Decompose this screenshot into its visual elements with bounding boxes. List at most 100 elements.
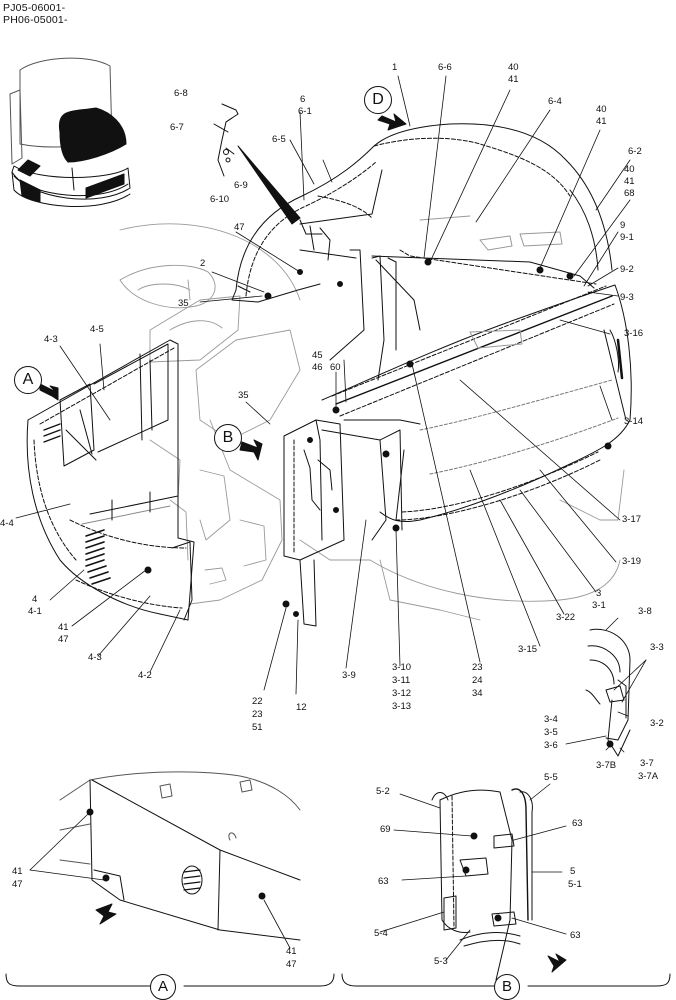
callout-3-2: 3-2 <box>650 718 664 729</box>
callout-3-3: 3-3 <box>650 642 664 653</box>
callout-9-2: 9-2 <box>620 264 634 275</box>
callout-3-16: 3-16 <box>624 328 644 339</box>
callout-6-8: 6-8 <box>174 88 188 99</box>
callout-47: 47 <box>234 222 245 233</box>
callout-5-4: 5-4 <box>374 928 388 939</box>
callout-6: 6 <box>300 94 306 105</box>
callout-47: 47 <box>12 879 23 890</box>
view-d-marker: D <box>364 86 392 114</box>
callout-69: 69 <box>380 824 391 835</box>
callout-3-5: 3-5 <box>544 727 558 738</box>
callout-68: 68 <box>624 188 635 199</box>
callout-3-4: 3-4 <box>544 714 558 725</box>
callout-63: 63 <box>378 876 389 887</box>
callout-34: 34 <box>472 688 483 699</box>
callout-3-6: 3-6 <box>544 740 558 751</box>
callout-5-1: 5-1 <box>568 879 582 890</box>
callout-60: 60 <box>330 362 341 373</box>
callout-4-4: 4-4 <box>0 518 14 529</box>
callout-3-9: 3-9 <box>342 670 356 681</box>
callout-45: 45 <box>312 350 323 361</box>
section-brackets <box>5 973 671 987</box>
callout-41: 41 <box>596 116 607 127</box>
detail-a-drawing <box>59 771 301 941</box>
machine-icon-inset <box>9 57 131 207</box>
callout-3-14: 3-14 <box>624 416 644 427</box>
callout-3-11: 3-11 <box>392 675 411 686</box>
callout-leaders <box>15 75 647 961</box>
machine-frame-background <box>119 223 625 621</box>
callout-4-1: 4-1 <box>28 606 42 617</box>
callout-24: 24 <box>472 675 483 686</box>
callout-3-19: 3-19 <box>622 556 642 567</box>
callout-41: 41 <box>286 946 297 957</box>
callout-5-2: 5-2 <box>376 786 390 797</box>
callout-35: 35 <box>178 298 189 309</box>
callout-2: 2 <box>200 258 206 269</box>
callout-4-5: 4-5 <box>90 324 104 335</box>
callout-6-2: 6-2 <box>628 146 642 157</box>
callout-23: 23 <box>472 662 483 673</box>
callout-6-1: 6-1 <box>298 106 312 117</box>
callout-41: 41 <box>508 74 519 85</box>
callout-3-22: 3-22 <box>556 612 576 623</box>
callout-6-10: 6-10 <box>210 194 230 205</box>
engine-hood <box>231 123 613 381</box>
callout-6-7: 6-7 <box>170 122 184 133</box>
view-a-marker: A <box>14 366 42 394</box>
callout-4: 4 <box>32 594 38 605</box>
callout-41: 41 <box>12 866 23 877</box>
view-b-arrow <box>239 439 263 461</box>
callout-6-6: 6-6 <box>438 62 452 73</box>
callout-3-7a: 3-7A <box>638 771 659 782</box>
callout-12: 12 <box>296 702 307 713</box>
latch-assembly-6 <box>213 103 239 177</box>
hinge-detail-3 <box>585 628 631 757</box>
callout-47: 47 <box>58 634 69 645</box>
callout-3-7b: 3-7B <box>596 760 617 771</box>
callout-63: 63 <box>570 930 581 941</box>
callout-35: 35 <box>238 390 249 401</box>
callout-6-5: 6-5 <box>272 134 286 145</box>
callout-6-4: 6-4 <box>548 96 562 107</box>
callout-5-5: 5-5 <box>544 772 558 783</box>
callout-3-10: 3-10 <box>392 662 412 673</box>
callout-9-1: 9-1 <box>620 232 634 243</box>
callout-40: 40 <box>596 104 607 115</box>
detail-a-marker: A <box>150 974 176 1000</box>
callout-40: 40 <box>508 62 519 73</box>
callout-63: 63 <box>572 818 583 829</box>
callout-3-12: 3-12 <box>392 688 412 699</box>
pointer-arrow-hood-latch <box>237 145 301 225</box>
callout-41: 41 <box>58 622 69 633</box>
view-d-arrow <box>377 113 407 131</box>
callout-5: 5 <box>570 866 576 877</box>
callout-46: 46 <box>312 362 323 373</box>
view-b-marker: B <box>214 424 242 452</box>
callout-9-3: 9-3 <box>620 292 634 303</box>
callout-51: 51 <box>252 722 263 733</box>
callout-6-9: 6-9 <box>234 180 248 191</box>
callout-41: 41 <box>624 176 635 187</box>
callout-3-17: 3-17 <box>622 514 642 525</box>
callout-3-8: 3-8 <box>638 606 652 617</box>
callout-3: 3 <box>596 588 602 599</box>
callout-4-3: 4-3 <box>44 334 58 345</box>
callout-3-13: 3-13 <box>392 701 412 712</box>
callout-22: 22 <box>252 696 263 707</box>
callout-40: 40 <box>624 164 635 175</box>
detail-b-drawing <box>431 788 567 981</box>
callout-47: 47 <box>286 959 297 970</box>
callout-3-7: 3-7 <box>640 758 654 769</box>
callout-4-3: 4-3 <box>88 652 102 663</box>
callout-3-1: 3-1 <box>592 600 606 611</box>
view-a-arrow <box>39 383 59 401</box>
tail-cover-main <box>321 284 632 523</box>
callout-1: 1 <box>392 62 398 73</box>
model-serial-range-1: PJ05-06001- <box>3 2 66 14</box>
model-serial-range-2: PH06-05001- <box>3 14 68 26</box>
callout-9: 9 <box>620 220 626 231</box>
side-panel-b <box>282 406 421 627</box>
